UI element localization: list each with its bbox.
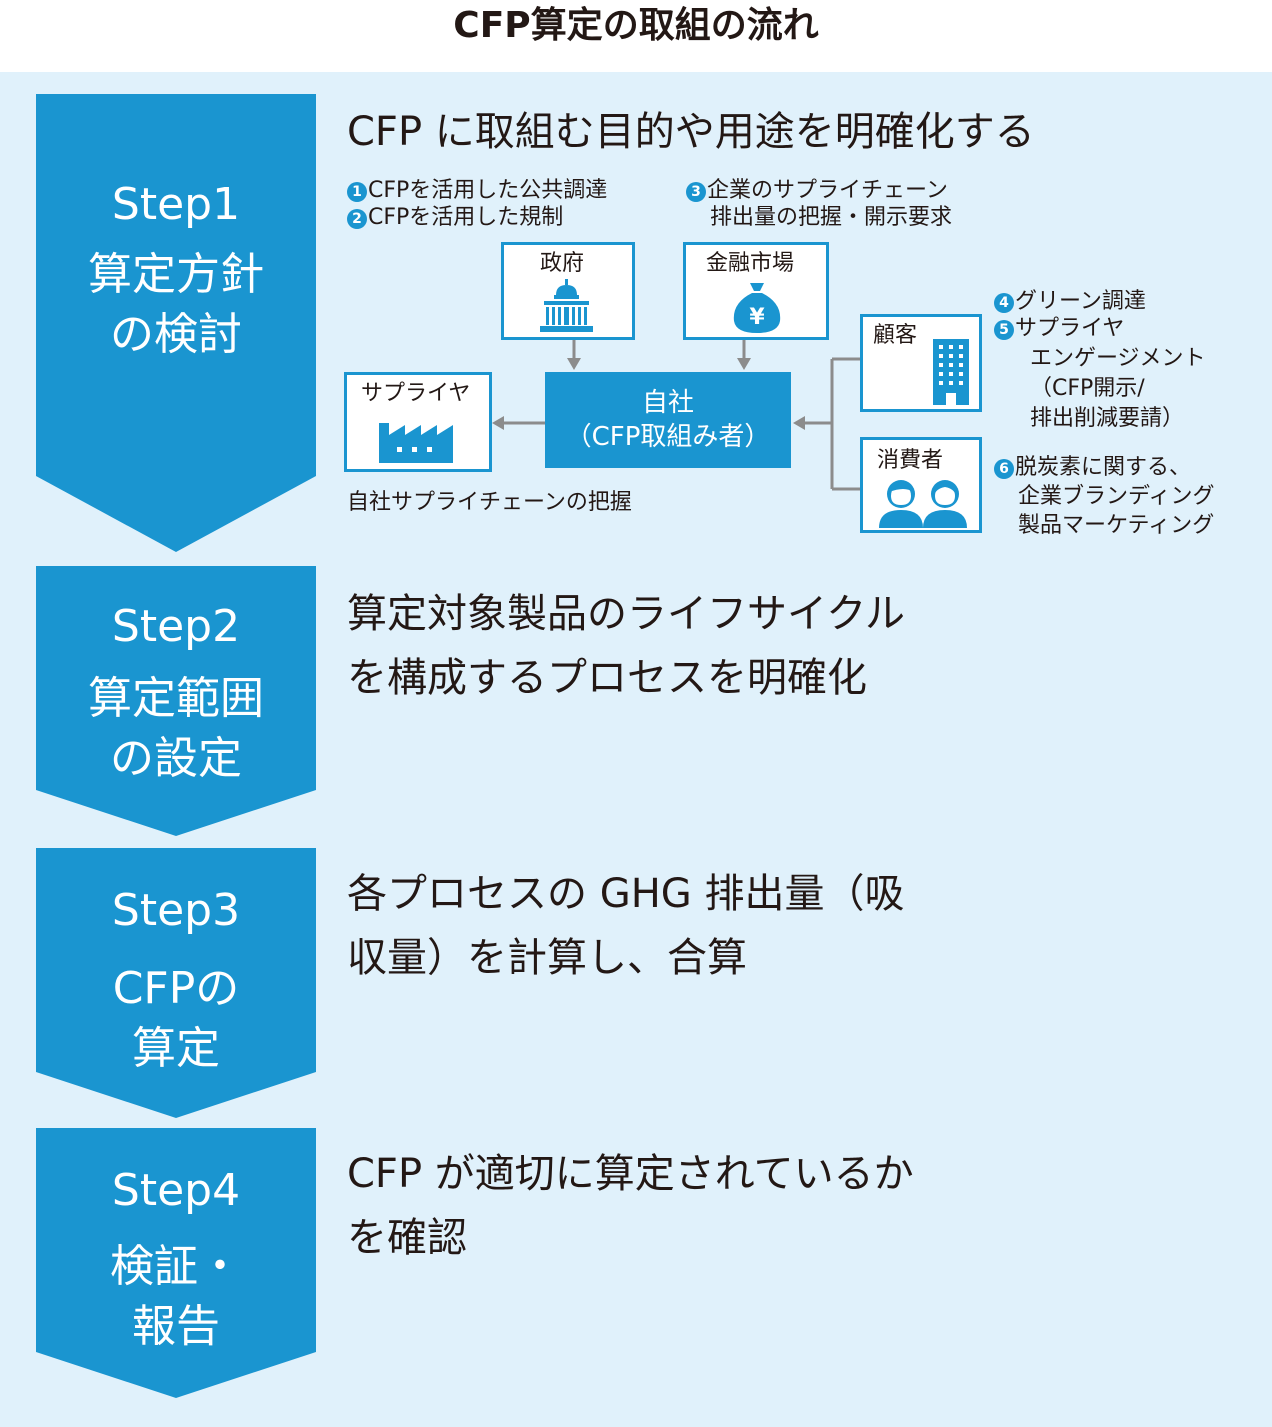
finance-label: 金融市場: [706, 251, 795, 276]
note-5-cont-3: 排出削減要請）: [1030, 406, 1185, 431]
chevron-shape: [36, 94, 316, 552]
number-badge-3: 3: [686, 182, 706, 202]
self-company-box: 自社 （CFP取組み者）: [545, 372, 791, 468]
step1-number: Step1: [111, 179, 241, 230]
consumer-box: 消費者: [860, 437, 982, 533]
step4-number: Step4: [111, 1165, 241, 1216]
note-3-cont: 排出量の把握・開示要求: [710, 205, 953, 230]
government-building-icon: [540, 279, 593, 332]
step3-title-line2: 算定: [132, 1023, 220, 1074]
number-badge-2: 2: [347, 209, 367, 229]
step4-title-line1: 検証・: [110, 1241, 242, 1292]
number-badge-5: 5: [994, 320, 1014, 340]
step1-title-line1: 算定方針: [88, 249, 264, 300]
step2-title-line2: の設定: [110, 733, 242, 784]
number-badge-6: 6: [994, 459, 1014, 479]
chevron-shape: [36, 566, 316, 836]
supplier-box: サプライヤ: [344, 372, 492, 472]
chevron-shape: [36, 848, 316, 1118]
note-5-cont-2: （CFP開示/: [1030, 376, 1145, 401]
people-icon: [879, 480, 967, 528]
government-label: 政府: [540, 251, 585, 276]
step2-title-line1: 算定範囲: [88, 673, 264, 724]
step3-heading: 各プロセスの GHG 排出量（吸 収量）を計算し、合算: [347, 871, 905, 981]
arrow-left: [793, 416, 805, 430]
note-6-cont-1: 企業ブランディング: [1018, 484, 1215, 509]
arrow-down: [567, 358, 581, 370]
step1-heading: CFP に取組む目的や用途を明確化する: [347, 109, 1035, 155]
arrow-left: [492, 416, 504, 430]
money-bag-icon: ¥: [733, 283, 781, 333]
chevron-shape: [36, 1128, 316, 1398]
number-badge-4: 4: [994, 293, 1014, 313]
finance-box: 金融市場 ¥: [683, 242, 829, 340]
note-5-cont-1: エンゲージメント: [1030, 346, 1206, 371]
yen-symbol: ¥: [749, 305, 765, 330]
office-building-icon: [933, 339, 969, 405]
page-title: CFP算定の取組の流れ: [453, 5, 819, 46]
factory-icon: [379, 423, 453, 463]
step3-number: Step3: [111, 885, 241, 936]
note-6-cont-2: 製品マーケティング: [1018, 513, 1215, 538]
supplier-label: サプライヤ: [361, 381, 471, 406]
self-sublabel: （CFP取組み者）: [565, 422, 771, 452]
supply-chain-caption: 自社サプライチェーンの把握: [347, 490, 632, 515]
step4-heading: CFP が適切に算定されているか を確認: [347, 1151, 914, 1261]
customer-box: 顧客: [860, 314, 982, 412]
diagram-connectors: [492, 339, 860, 491]
self-label: 自社: [641, 388, 694, 418]
number-badge-1: 1: [347, 182, 367, 202]
consumer-label: 消費者: [877, 448, 944, 473]
step4-title-line2: 報告: [132, 1301, 220, 1352]
step1-title-line2: の検討: [110, 309, 242, 360]
step2-number: Step2: [111, 601, 241, 652]
step3-title-line1: CFPの: [112, 963, 240, 1014]
arrow-down: [737, 358, 751, 370]
step2-heading: 算定対象製品のライフサイクル を構成するプロセスを明確化: [347, 591, 905, 701]
customer-label: 顧客: [873, 323, 918, 348]
government-box: 政府: [501, 242, 635, 340]
